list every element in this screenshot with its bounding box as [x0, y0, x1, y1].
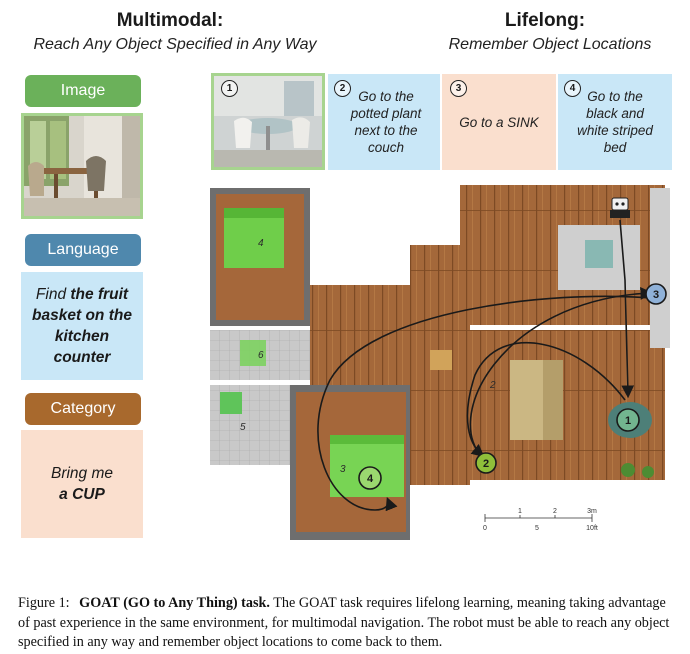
goal-marker-3: 3: [645, 283, 667, 305]
multimodal-title: Multimodal:: [116, 10, 224, 31]
room-label-4: 4: [258, 238, 264, 249]
multimodal-subtitle: Reach Any Object Specified in Any Way: [33, 36, 317, 53]
trajectory-paths: [317, 219, 654, 512]
language-label: Language: [25, 234, 141, 266]
room-label-2: 2: [489, 380, 496, 391]
goal-marker-4: 4: [358, 466, 382, 490]
goal-marker-2: 2: [475, 452, 497, 474]
task-3-text: Go to a SINK: [459, 114, 539, 130]
task-3-number: 3: [450, 80, 467, 97]
figure-caption: Figure 1: GOAT (GO to Any Thing) task. T…: [18, 594, 674, 653]
scale-bar: [484, 514, 593, 522]
task-2-text: Go to the potted plant next to the couch: [350, 89, 422, 155]
image-label: Image: [25, 75, 141, 107]
lifelong-title: Lifelong:: [504, 10, 586, 31]
language-instruction-text: Find the fruit basket on the kitchen cou…: [32, 286, 132, 366]
lifelong-subtitle: Remember Object Locations: [448, 36, 652, 53]
robot-icon: [610, 197, 630, 218]
room-label-6: 6: [258, 350, 264, 361]
room-label-5: 5: [240, 422, 246, 433]
caption-figure-number: Figure 1:: [18, 595, 70, 611]
goal-marker-2-label: 2: [483, 458, 489, 470]
task-1-number: 1: [221, 80, 238, 97]
category-label: Category: [25, 393, 141, 425]
scale-tick-top-1: 1: [518, 508, 522, 515]
language-instruction: Find the fruit basket on the kitchen cou…: [21, 272, 143, 380]
scale-tick-bottom-5: 5: [535, 525, 539, 532]
scale-tick-bottom-0: 0: [483, 525, 487, 532]
caption-title: GOAT (GO to Any Thing) task.: [79, 595, 270, 611]
image-goal-photo: [21, 113, 143, 219]
scale-tick-bottom-10ft: 10ft: [586, 525, 598, 532]
goal-marker-4-label: 4: [367, 473, 374, 485]
room-label-3: 3: [340, 464, 346, 475]
goal-marker-1-label: 1: [625, 415, 631, 427]
goal-marker-3-label: 3: [653, 289, 659, 301]
caption-body: The GOAT task requires lifelong learning…: [18, 595, 670, 650]
task-4-number: 4: [564, 80, 581, 97]
scale-tick-top-2: 2: [553, 508, 557, 515]
task-4-text: Go to the black and white striped bed: [577, 89, 653, 155]
map-rooms: [210, 185, 670, 540]
task-2-number: 2: [334, 80, 351, 97]
scale-tick-top-3: 3m: [587, 508, 597, 515]
goal-marker-1: 1: [616, 408, 640, 432]
floor-plan-map: 4 6 5 3 2 1 2 3 4 1 2 3m: [210, 185, 670, 540]
